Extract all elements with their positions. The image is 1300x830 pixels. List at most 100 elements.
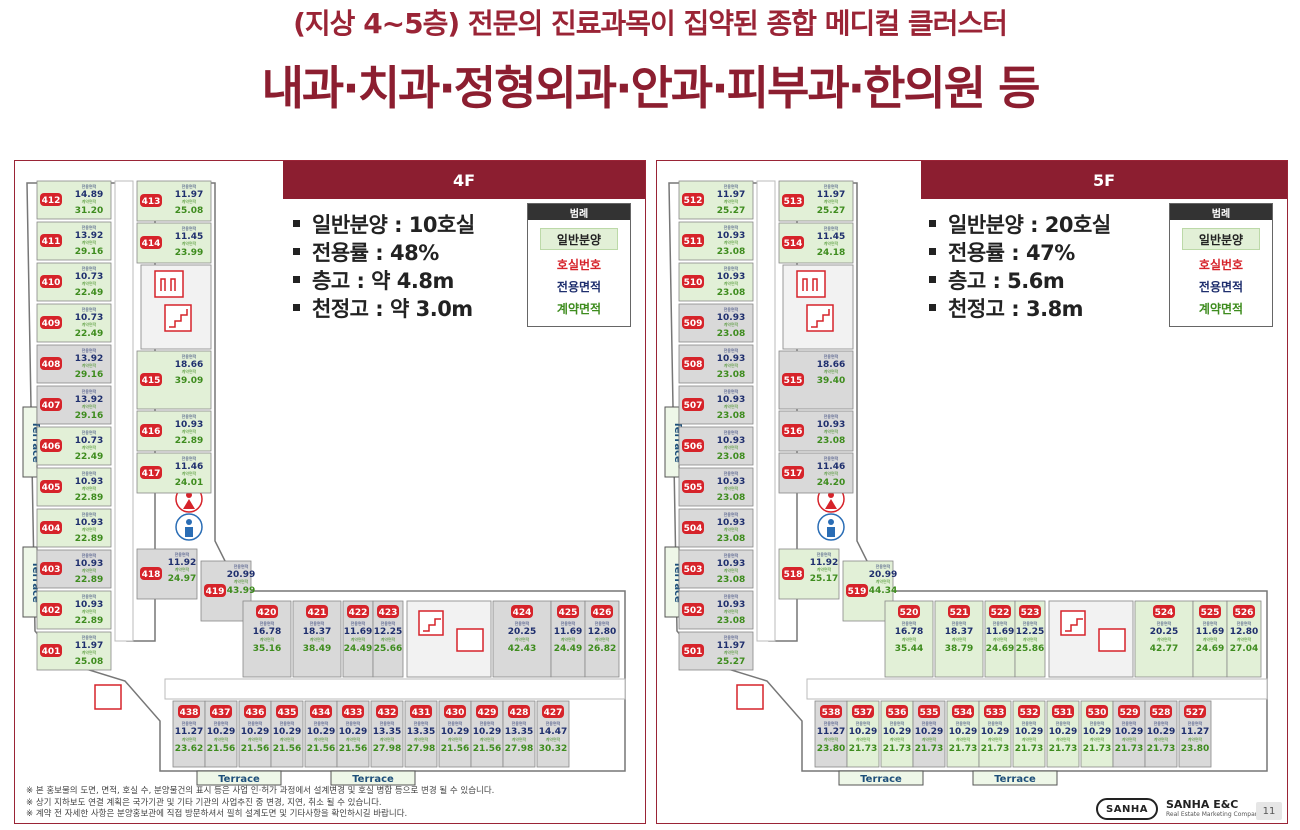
contract-area-value: 27.04 [1230,644,1258,654]
room-badge [682,275,704,288]
exclusive-area-value: 11.46 [817,462,845,472]
room-number: 426 [593,608,612,618]
room-badge [886,705,908,718]
room-number: 416 [142,427,161,437]
room-number: 420 [258,608,277,618]
stat-efficiency: 전용률 : 48% [293,239,475,267]
contract-area-value: 23.08 [717,411,745,421]
contract-area-caption: 계약면적 [956,736,971,742]
contract-area-value: 22.89 [75,575,103,585]
exclusive-area-caption: 전용면적 [902,620,917,626]
stairs-icon [164,304,192,332]
exclusive-area-caption: 전용면적 [381,620,396,626]
room-badge [476,705,498,718]
exclusive-area-caption: 전용면적 [817,551,832,557]
contract-area-caption: 계약면적 [480,736,495,742]
exclusive-area-caption: 전용면적 [280,720,295,726]
contract-area-value: 24.69 [986,644,1014,654]
contract-area-value: 21.73 [1015,744,1043,754]
exclusive-area-value: 10.93 [717,313,745,323]
contract-area-caption: 계약면적 [724,321,739,327]
room-badge [782,373,804,386]
exclusive-area-value: 10.93 [75,559,103,569]
exclusive-area-value: 10.93 [717,477,745,487]
contract-area-value: 21.73 [1083,744,1111,754]
exclusive-area-value: 11.97 [717,190,745,200]
brand-logo: SANHA SANHA E&C Real Estate Marketing Co… [1096,798,1262,820]
room-number: 402 [42,606,61,616]
legend-exclusive-area: 전용면적 [1198,280,1244,294]
contract-area-caption: 계약면적 [448,736,463,742]
contract-area-caption: 계약면적 [1023,636,1038,642]
contract-area-value: 23.80 [1181,744,1209,754]
room-number: 425 [559,608,578,618]
room-badge [542,705,564,718]
terrace-label: Terrace [218,774,260,785]
contract-area-caption: 계약면적 [817,566,832,572]
exclusive-area-value: 10.29 [1083,727,1111,737]
terrace-label: Terrace [994,774,1036,785]
contract-area-caption: 계약면적 [512,736,527,742]
exclusive-area-value: 10.93 [817,420,845,430]
stairs-icon [806,304,834,332]
exclusive-area-value: 10.73 [75,272,103,282]
room-number: 421 [308,608,327,618]
exclusive-area-caption: 전용면적 [824,225,839,231]
contract-area-value: 26.82 [588,644,616,654]
exclusive-area-caption: 전용면적 [248,720,263,726]
exclusive-area-value: 13.35 [373,727,401,737]
contract-area-value: 22.49 [75,288,103,298]
room-number: 534 [954,708,973,718]
room-badge [276,705,298,718]
room-number: 518 [784,570,803,580]
exclusive-area-caption: 전용면적 [561,620,576,626]
contract-area-caption: 계약면적 [824,428,839,434]
floor-title-bar: 4F [283,161,645,199]
terrace-label: Terrace [30,421,41,463]
room-number: 538 [822,708,841,718]
exclusive-area-value: 10.29 [1115,727,1143,737]
contract-area-caption: 계약면적 [82,444,97,450]
exclusive-area-caption: 전용면적 [1154,720,1169,726]
exclusive-area-value: 13.92 [75,395,103,405]
room-badge [40,234,62,247]
exclusive-area-caption: 전용면적 [1023,620,1038,626]
exclusive-area-caption: 전용면적 [1237,620,1252,626]
contract-area-caption: 계약면적 [380,736,395,742]
contract-area-caption: 계약면적 [1203,636,1218,642]
room-number: 414 [142,239,161,249]
elevator-icon [736,684,764,710]
restroom-men-icon [827,527,835,537]
exclusive-area-caption: 전용면적 [515,620,530,626]
contract-area-caption: 계약면적 [234,578,249,584]
exclusive-area-value: 11.27 [175,727,203,737]
room-badge [376,705,398,718]
room-badge [40,562,62,575]
room-number: 536 [888,708,907,718]
terrace-label: Terrace [30,561,41,603]
restroom-women-icon [828,492,834,498]
exclusive-area-value: 10.93 [717,518,745,528]
headline-subtitle: (지상 4~5층) 전문의 진료과목이 집약된 종합 메디컬 클러스터 [293,7,1008,40]
room-number: 404 [42,524,61,534]
exclusive-area-value: 11.45 [175,232,203,242]
